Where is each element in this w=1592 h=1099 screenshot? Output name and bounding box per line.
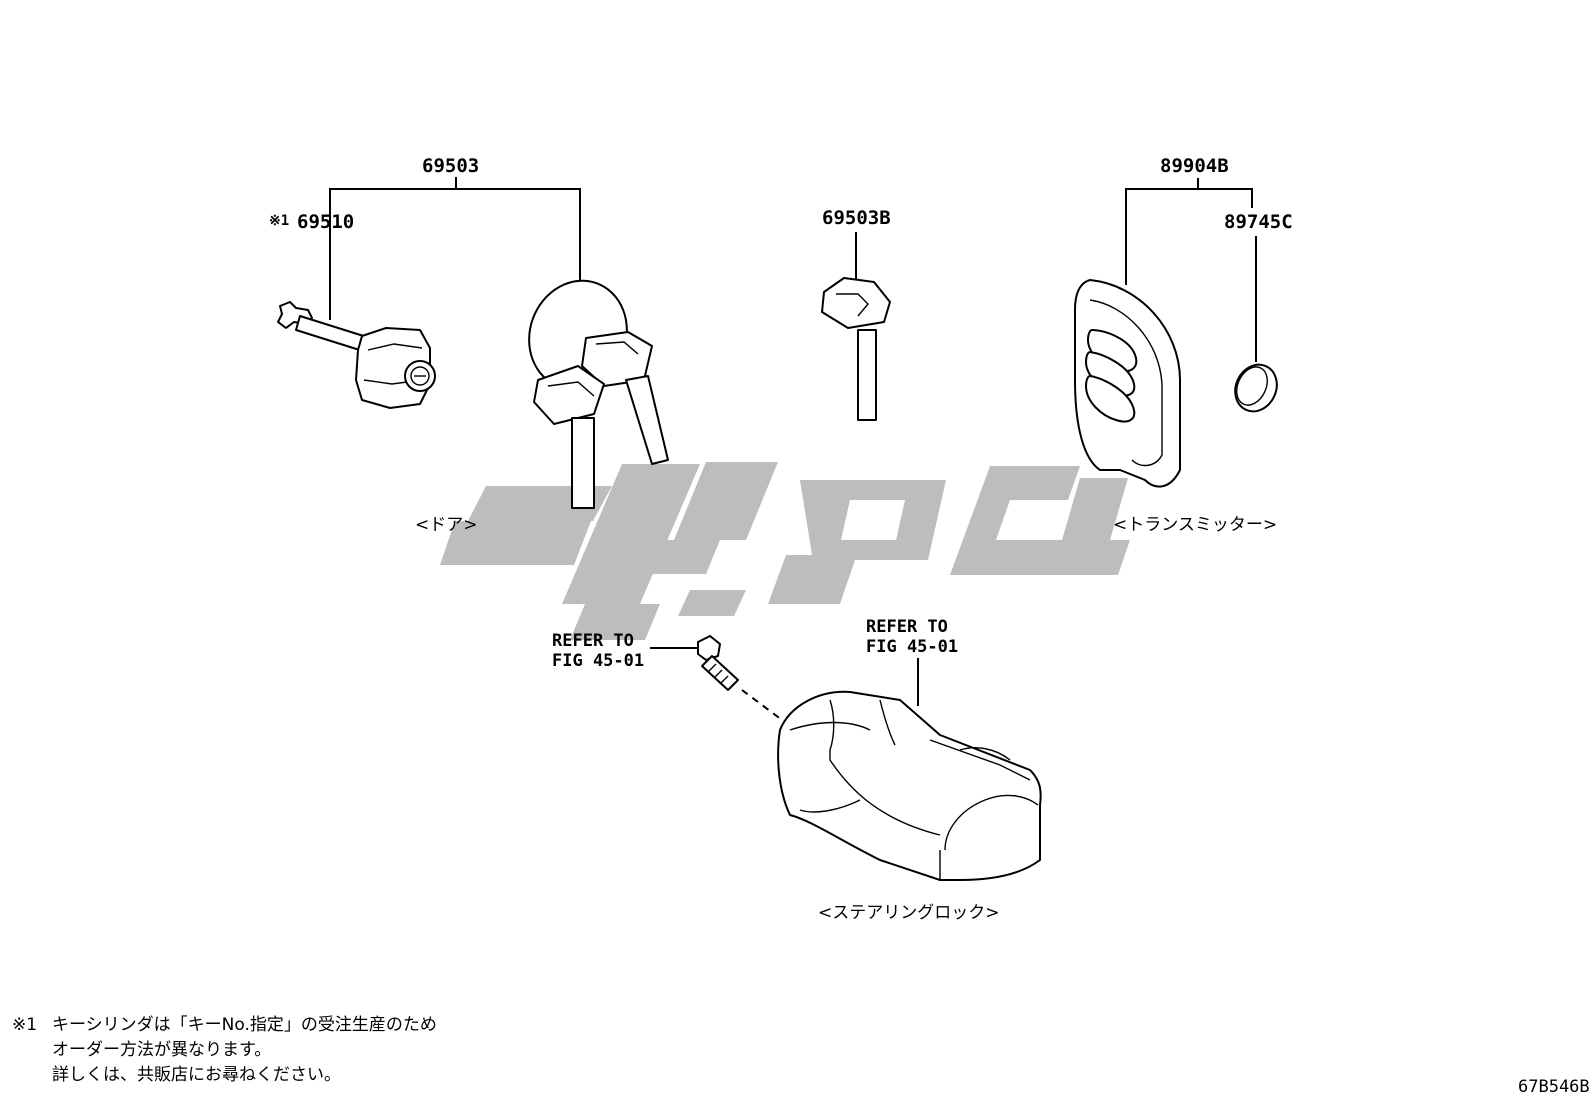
diagram-code: 67B546B — [1518, 1077, 1590, 1097]
watermark-logo — [440, 462, 1130, 640]
battery-drawing — [1234, 363, 1278, 413]
door-keys-drawing — [528, 279, 669, 509]
bolt-drawing — [697, 635, 739, 691]
steering-lock-group: REFER TO FIG 45-01 REFER TO FIG 45-01 <ス… — [552, 617, 1042, 923]
part-number-89904B: 89904B — [1160, 155, 1229, 177]
blank-key-drawing — [821, 277, 891, 421]
footnote-line-3: 詳しくは、共販店にお尋ねください。 — [52, 1065, 341, 1085]
footnote-line-1: キーシリンダは「キーNo.指定」の受注生産のため — [52, 1015, 437, 1035]
footnote: ※1 キーシリンダは「キーNo.指定」の受注生産のため オーダー方法が異なります… — [12, 1015, 437, 1085]
door-lock-cylinder-drawing — [277, 301, 436, 409]
footnote-mark: ※1 — [12, 1015, 37, 1035]
part-number-69503: 69503 — [422, 155, 479, 177]
bolt-reference-line2: FIG 45-01 — [552, 651, 644, 671]
caption-transmitter: <トランスミッター> — [1113, 515, 1277, 535]
caption-door: <ドア> — [415, 515, 478, 535]
caption-steering-lock: <ステアリングロック> — [818, 903, 1000, 923]
bolt-reference-line1: REFER TO — [552, 631, 634, 651]
blank-key-group: 69503B — [821, 207, 891, 421]
note-mark-door-cylinder: ※1 — [269, 213, 289, 229]
door-set-group: 69503 ※1 69510 <ドア> — [269, 155, 669, 535]
steering-lock-reference-line2: FIG 45-01 — [866, 637, 958, 657]
part-number-69510: 69510 — [297, 211, 354, 233]
part-number-89745C: 89745C — [1224, 211, 1293, 233]
transmitter-group: 89904B 89745C <トランスミッター> — [1074, 155, 1293, 535]
steering-lock-drawing — [777, 690, 1042, 881]
steering-lock-reference-line1: REFER TO — [866, 617, 948, 637]
part-number-69503B: 69503B — [822, 207, 891, 229]
footnote-line-2: オーダー方法が異なります。 — [52, 1040, 271, 1060]
key-fob-drawing — [1074, 279, 1181, 488]
